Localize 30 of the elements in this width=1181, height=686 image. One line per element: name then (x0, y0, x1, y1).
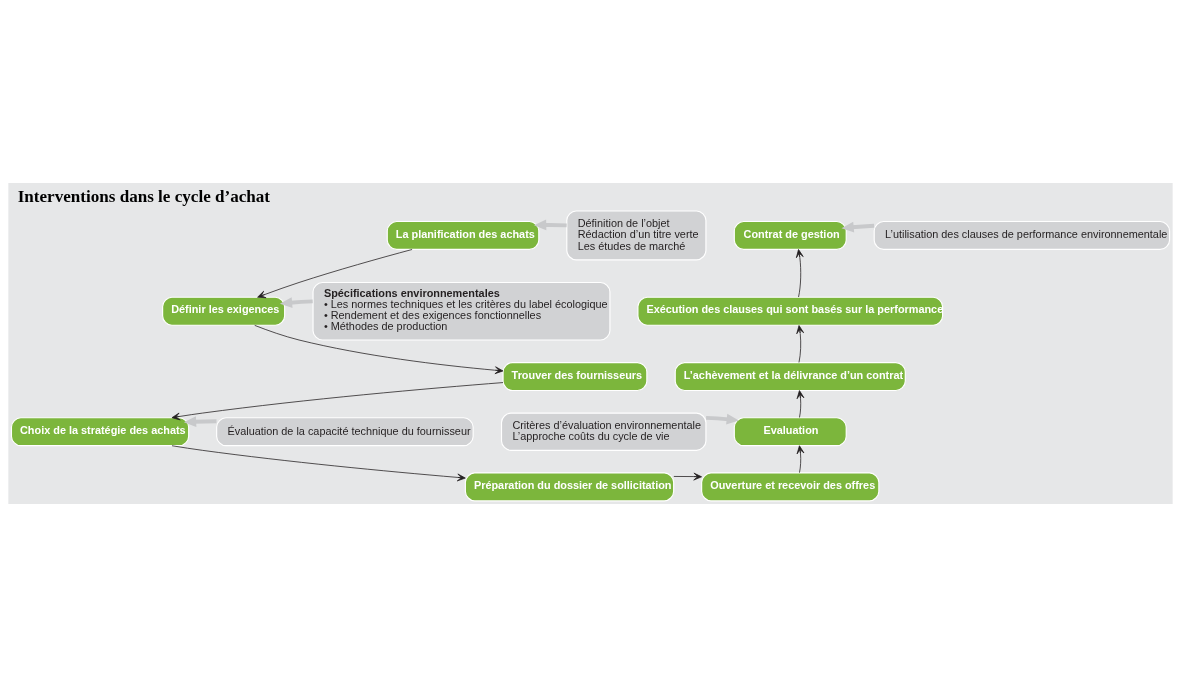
arrow (796, 389, 805, 418)
arrow (534, 219, 567, 230)
arrow (171, 381, 504, 420)
node-box: La planification des achats (386, 220, 540, 250)
arrow (796, 324, 805, 363)
arrow (706, 413, 739, 424)
node-box: Définition de l’objet Rédaction d’un titre verte Les études de marché (566, 209, 707, 261)
arrow (841, 221, 875, 232)
node-box: L’utilisation des clauses de performance environnementale (873, 220, 1171, 250)
node-box: Exécution des clauses qui sont basés sur la performance (637, 296, 944, 326)
node-box: Critères d’évaluation environnementale L’approche coûts du cycle de vie (500, 411, 707, 451)
node-box: Contrat de gestion (733, 220, 847, 250)
node-box: Spécifications environnementales • Les normes techniques et les critères du label écologique • Rendement et des exigences fonctionnelles • Méthodes de production (312, 281, 611, 341)
diagram-title: Interventions dans le cycle d’achat (17, 186, 271, 206)
arrow (171, 444, 466, 481)
arrow (673, 472, 702, 480)
node-box: Préparation du dossier de sollicitation (464, 471, 675, 501)
arrow (279, 296, 313, 308)
node-box: Evaluation (733, 416, 847, 446)
arrow (796, 444, 805, 473)
node-box: Ouverture et recevoir des offres (701, 471, 880, 501)
arrow (183, 415, 217, 427)
arrow (254, 324, 504, 374)
arrow (795, 248, 804, 297)
node-box: Trouver des fournisseurs (502, 361, 648, 391)
node-box: Définir les exigences (162, 296, 286, 326)
node-box: Choix de la stratégie des achats (10, 416, 190, 446)
node-box: Évaluation de la capacité technique du fournisseur (216, 416, 474, 446)
node-box: L’achèvement et la délivrance d’un contrat (674, 361, 906, 391)
arrow (257, 248, 413, 298)
